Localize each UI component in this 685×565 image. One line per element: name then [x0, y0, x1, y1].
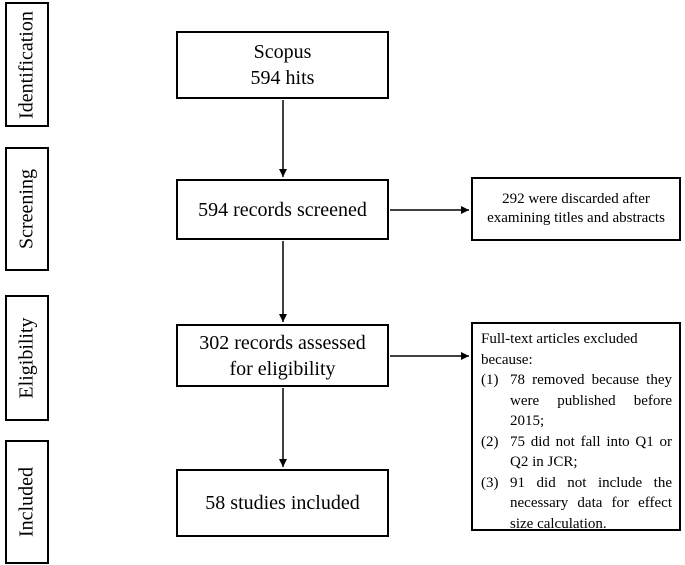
reason-number: (1): [481, 372, 499, 388]
included-box: 58 studies included: [176, 469, 389, 537]
stage-screening: Screening: [5, 147, 49, 271]
exclusion-reason: (2) 75 did not fall into Q1 or Q2 in JCR…: [481, 432, 672, 473]
exclusion-reason: (3) 91 did not include the necessary dat…: [481, 473, 672, 535]
identification-box: Scopus 594 hits: [176, 31, 389, 99]
eligibility-box: 302 records assessed for eligibility: [176, 324, 389, 387]
reason-number: (3): [481, 474, 499, 491]
box-line: for eligibility: [229, 357, 336, 380]
screening-box: 594 records screened: [176, 179, 389, 240]
excluded-box: Full-text articles excluded because: (1)…: [471, 322, 681, 532]
box-line: 302 records assessed: [199, 331, 366, 354]
reason-text: 78 removed because they were published b…: [510, 372, 672, 429]
stage-identification: Identification: [5, 2, 49, 127]
box-line: 594 records screened: [198, 198, 367, 221]
reason-number: (2): [481, 433, 499, 450]
reason-text: 75 did not fall into Q1 or Q2 in JCR;: [510, 433, 672, 471]
note-line: examining titles and abstracts: [487, 210, 665, 226]
note-line: 292 were discarded after: [502, 191, 650, 207]
reason-text: 91 did not include the necessary data fo…: [510, 474, 672, 532]
box-line: 58 studies included: [205, 492, 360, 514]
exclusion-reason: (1) 78 removed because they were publish…: [481, 370, 672, 432]
box-line: 594 hits: [250, 67, 315, 89]
excluded-heading: because:: [481, 351, 533, 368]
box-line: Scopus: [253, 41, 312, 63]
stage-included: Included: [5, 440, 49, 564]
discarded-box: 292 were discarded after examining title…: [471, 177, 681, 241]
stage-eligibility: Eligibility: [5, 295, 49, 421]
excluded-heading: Full-text articles excluded: [481, 331, 638, 347]
